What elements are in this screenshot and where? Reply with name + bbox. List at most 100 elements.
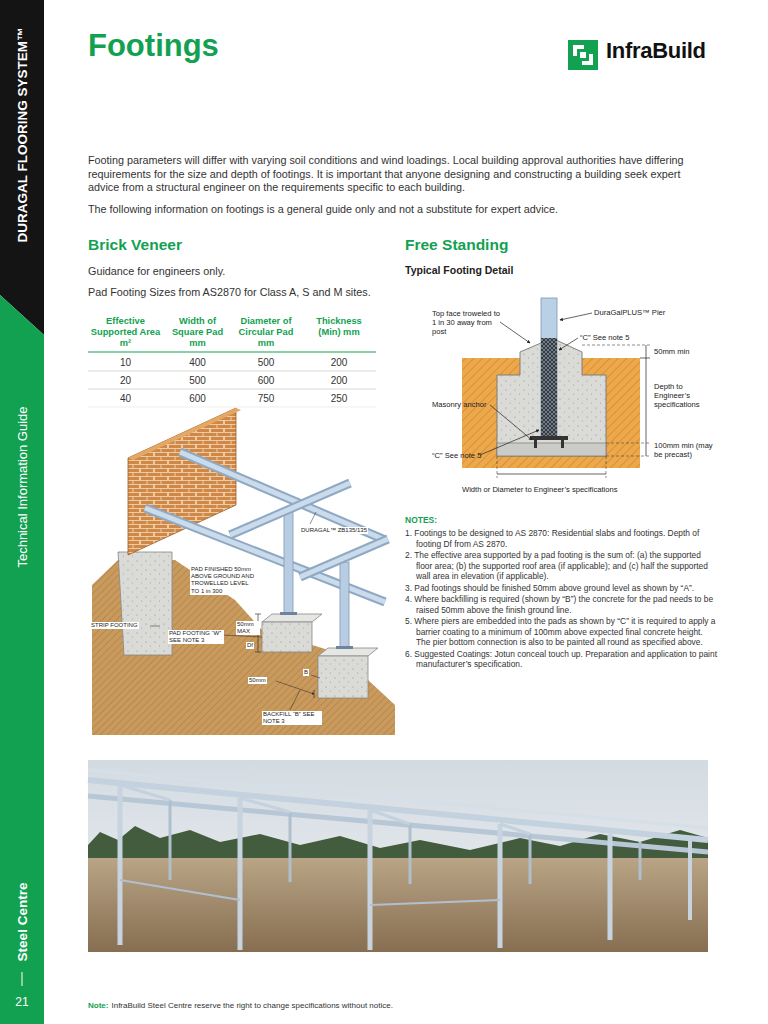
site-photo-part <box>88 760 708 952</box>
site-photo-part <box>370 900 500 905</box>
footing-detail-part <box>640 358 650 359</box>
brick-veneer-illustration <box>92 408 395 735</box>
brick-veneer-illustration-part <box>255 652 261 653</box>
site-photo-part <box>370 810 410 824</box>
callout-note: Top face troweled to 1 in 30 away from p… <box>432 309 502 336</box>
table-rules-part <box>88 389 376 390</box>
part-label: BACKFILL “B” SEE NOTE 3 <box>262 711 322 725</box>
footing-detail-part <box>561 440 564 448</box>
dimension-label: 50mm MAX <box>236 621 260 635</box>
brick-veneer-illustration-part <box>262 614 322 622</box>
site-photo-part <box>639 842 642 880</box>
table-rules-part <box>88 371 376 372</box>
site-photo-part <box>118 785 123 945</box>
site-photo-part <box>88 780 708 840</box>
footing-detail-part <box>490 405 532 440</box>
dimension-label: 50mm min <box>654 347 689 356</box>
site-photo-part <box>120 785 170 800</box>
callout-note: PAD FINISHED 50mm ABOVE GROUND AND TROWE… <box>190 566 258 595</box>
table-cell: 20 <box>88 375 163 386</box>
site-photo-part <box>88 770 708 828</box>
brick-veneer-illustration-part <box>311 675 320 678</box>
sidebar-black-band: DURAGAL FLOORING SYSTEM™ <box>0 0 44 290</box>
series-name: DURAGAL FLOORING SYSTEM™ <box>15 27 30 242</box>
site-photo-part <box>498 824 503 948</box>
table-cell: 400 <box>165 357 230 368</box>
sidebar-bands-part <box>0 295 44 1024</box>
sidebar-bands <box>0 0 44 1024</box>
guide-name: Technical Information Guide <box>15 406 30 567</box>
site-photo-part <box>169 800 172 880</box>
brick-veneer-illustration-part <box>276 681 314 694</box>
body-text: Guidance for engineers only. <box>88 265 225 277</box>
brick-veneer-illustration-part <box>310 512 316 524</box>
section-name: Steel Centre <box>15 883 30 962</box>
brick-veneer-illustration-part <box>300 539 388 577</box>
footing-detail-part <box>560 313 592 320</box>
logo-icon-part <box>568 40 598 70</box>
body-text: Pad Footing Sizes from AS2870 for Class … <box>88 286 371 298</box>
part-label: DuraGalPLUS™ Pier <box>594 308 665 317</box>
footing-detail-part <box>497 456 498 478</box>
dimension-label: 50mm <box>248 677 267 684</box>
sidebar-bands-part <box>0 0 44 335</box>
brick-veneer-illustration-part <box>336 646 353 649</box>
brick-veneer-illustration-part <box>262 622 312 652</box>
part-label: Masonry anchor <box>432 400 486 409</box>
site-photo <box>88 760 708 952</box>
table-cell: 600 <box>232 375 300 386</box>
site-photo-part <box>688 841 692 920</box>
callout-note: “C” See note 5 <box>580 333 629 342</box>
table-cell: 250 <box>304 393 374 404</box>
site-photo-part <box>120 880 240 900</box>
dimension-label: Width or Diameter to Engineer’s specific… <box>462 485 617 494</box>
note-item: 4. Where backfilling is required (shown … <box>405 594 717 615</box>
intro-paragraph: The following information on footings is… <box>88 203 714 217</box>
footing-detail-part <box>480 430 539 455</box>
site-photo-part <box>240 798 290 812</box>
brick-veneer-illustration-part <box>118 552 172 655</box>
site-photo-part <box>500 824 530 834</box>
brick-veneer-illustration-part <box>318 656 368 698</box>
part-label: PAD FOOTING “W” SEE NOTE 3 <box>168 630 224 644</box>
footing-detail-part <box>541 338 557 436</box>
table-cell: 10 <box>88 357 163 368</box>
sidebar-green-band: Technical Information GuideSteel Centre 2… <box>0 335 44 1024</box>
brick-veneer-illustration-part <box>255 614 261 615</box>
note-item: 5. Where piers are embedded into the pad… <box>405 616 717 648</box>
table-cell: 40 <box>88 393 163 404</box>
footing-detail-part <box>534 440 537 448</box>
brick-veneer-illustration-part <box>284 512 293 620</box>
callout-letter: B <box>303 669 309 676</box>
table-cell: 200 <box>304 375 374 386</box>
footing-detail-part <box>606 443 650 444</box>
dimension-label: Depth to Engineer’s specifications <box>654 382 716 409</box>
notes-list: 1. Footings to be designed to AS 2870: R… <box>405 528 717 671</box>
table-cell: 500 <box>165 375 230 386</box>
site-photo-part <box>529 834 532 884</box>
brick-veneer-illustration-part <box>180 452 385 540</box>
table-cell: 600 <box>165 393 230 404</box>
brick-veneer-illustration-part <box>150 626 160 627</box>
sub-heading: Typical Footing Detail <box>405 264 513 276</box>
footing-detail-part <box>530 436 568 440</box>
footing-detail-part <box>497 474 606 475</box>
footing-detail-part <box>559 338 578 350</box>
dimension-label: 100mm min (may be precast) <box>654 441 722 459</box>
part-label: STRIP FOOTING <box>90 622 139 629</box>
footing-detail-part <box>606 456 650 457</box>
page-number: 21 <box>15 995 28 1009</box>
section-heading: Free Standing <box>405 236 508 254</box>
brick-veneer-illustration-part <box>340 562 349 650</box>
site-photo-part <box>289 812 292 882</box>
brick-veneer-illustration-part <box>300 539 388 577</box>
site-photo-part <box>608 834 613 940</box>
brick-veneer-illustration-part <box>290 690 300 710</box>
note-item: 3. Pad footings should be finished 50mm … <box>405 583 717 594</box>
table-rules-part <box>88 407 376 408</box>
logo-icon <box>568 40 598 70</box>
part-label: DURAGAL™ ZB135/135 <box>300 527 368 534</box>
footer: Note:InfraBuild Steel Centre reserve the… <box>88 994 393 1012</box>
